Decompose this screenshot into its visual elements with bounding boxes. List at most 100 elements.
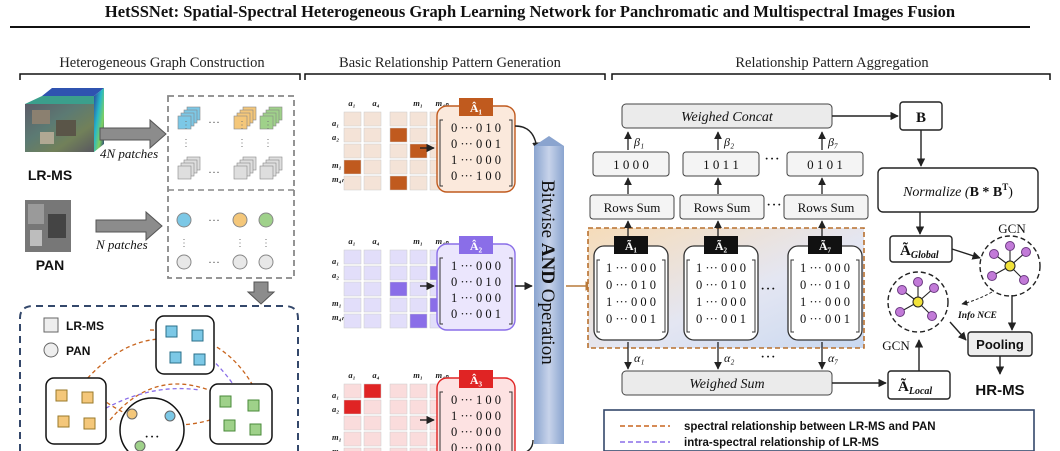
patches-box	[167, 95, 295, 279]
svg-text:m₄ₙ: m₄ₙ	[332, 312, 346, 322]
ellipsis: ···	[764, 151, 780, 168]
rows-sum-label: Rows Sum	[604, 200, 661, 215]
pattern-label: Â₁	[470, 101, 483, 115]
pan-patch	[232, 254, 248, 270]
pattern-label-tag	[459, 236, 493, 254]
graph-legend-lrms: LR-MS	[66, 319, 104, 333]
pattern-label-tag	[459, 98, 493, 116]
pattern-cell	[343, 265, 362, 281]
gcn-node	[897, 285, 907, 295]
pattern-cell	[363, 175, 382, 191]
pattern-cell	[343, 431, 362, 447]
svg-text:⋮: ⋮	[237, 138, 247, 149]
pattern-matrix-row: 0 ··· 1 0 0	[451, 169, 501, 183]
pattern-cell	[409, 383, 428, 399]
svg-text:m₁: m₁	[413, 236, 423, 246]
svg-text:···: ···	[208, 255, 220, 269]
svg-text:a₂: a₂	[332, 270, 339, 280]
lrms-patch	[259, 165, 274, 180]
section-header-generation: Basic Relationship Pattern Generation	[304, 55, 606, 80]
pattern-cell	[409, 431, 428, 447]
pattern-matrix-row: 1 ··· 0 0 0	[451, 259, 501, 273]
legend-spectral: spectral relationship between LR-MS and …	[684, 421, 936, 433]
pattern-matrix-row: 0 ··· 0 1 0	[451, 275, 501, 289]
gcn-local-label: GCN	[882, 338, 910, 353]
graph-node-lrms	[193, 353, 206, 366]
pattern-cell	[363, 249, 382, 265]
lrms-label: LR-MS	[28, 167, 72, 183]
ellipsis: ···	[760, 281, 776, 298]
graph-node-lrms	[249, 423, 262, 436]
pattern-cell	[409, 159, 428, 175]
row-vector: 0 1 0 1	[807, 157, 843, 172]
pattern-cell	[389, 281, 408, 297]
pan-patch	[232, 212, 248, 228]
pan-patch	[258, 212, 274, 228]
relationship-legend	[603, 409, 1035, 451]
section-title-construction: Heterogeneous Graph Construction	[59, 55, 265, 71]
rows-sum-label: Rows Sum	[694, 200, 751, 215]
bitwise-and-label: Bitwise AND Operation	[537, 180, 558, 365]
lrms-image	[25, 88, 104, 152]
row-vector-box	[786, 151, 864, 177]
svg-text:a₁: a₁	[332, 256, 339, 266]
graph-node-lrms	[247, 399, 260, 412]
graph-node-lrms	[81, 391, 94, 404]
rows-sum-box	[679, 194, 765, 220]
svg-text:a₂: a₂	[332, 132, 339, 142]
rows-sum-box	[783, 194, 869, 220]
pattern-matrix-row: 1 ··· 0 0 0	[451, 409, 501, 423]
pattern-cell	[363, 143, 382, 159]
svg-text:m₄ₙ: m₄ₙ	[332, 446, 346, 451]
pattern-cell	[343, 127, 362, 143]
svg-text:···: ···	[144, 429, 160, 446]
svg-text:⋮: ⋮	[261, 238, 271, 249]
gcn-node	[913, 277, 923, 287]
lrms-patch-grid: ······⋮⋮⋮⋮⋮⋮	[177, 106, 283, 180]
pattern-cell	[389, 159, 408, 175]
gcn-node	[989, 249, 999, 259]
pattern-cell	[409, 281, 428, 297]
pattern-matrix-row: 0 ··· 0 0 1	[451, 307, 501, 321]
gcn-center-node	[912, 296, 924, 308]
pattern-cell	[389, 143, 408, 159]
tilde-matrix-row: 0 ··· 0 1 0	[696, 278, 746, 292]
gcn-node	[895, 307, 905, 317]
pan-patch	[176, 212, 192, 228]
graph-node-lrms	[219, 395, 232, 408]
pattern-cell	[409, 175, 428, 191]
svg-text:m₁: m₁	[332, 432, 342, 442]
tilde-matrix-row: 0 ··· 0 1 0	[606, 278, 656, 292]
tilde-matrix-row: 0 ··· 0 0 1	[696, 312, 746, 326]
paper-title: HetSSNet: Spatial-Spectral Heterogeneous…	[104, 2, 956, 21]
graph-node-lrms	[165, 325, 178, 338]
row-vector-box	[682, 151, 760, 177]
tilde-matrix-label: Ã₁	[625, 239, 638, 253]
tilde-matrix-row: 1 ··· 0 0 0	[800, 261, 850, 275]
graph-node-pan	[126, 408, 138, 420]
pan-patch-arrow	[95, 210, 163, 242]
graph-node-lrms	[169, 351, 182, 364]
gcn-global-label: GCN	[998, 221, 1026, 236]
svg-text:⋮: ⋮	[181, 138, 191, 149]
pattern-cell	[389, 249, 408, 265]
svg-text:m₄ₙ: m₄ₙ	[332, 174, 346, 184]
alpha-weight: α₁	[634, 351, 644, 365]
lrms-patch	[233, 165, 248, 180]
svg-text:a₂: a₂	[332, 404, 339, 414]
a-global-label: ÃGlobal	[900, 241, 939, 261]
gcn-node	[929, 283, 939, 293]
svg-text:a₁: a₁	[332, 390, 339, 400]
svg-text:m₁: m₁	[413, 370, 423, 380]
rows-sum-box	[589, 194, 675, 220]
graph-node-lrms	[191, 329, 204, 342]
pattern-label: Â₃	[470, 373, 483, 387]
svg-text:m₁: m₁	[332, 298, 342, 308]
gcn-node	[927, 311, 937, 321]
ellipsis: ···	[766, 197, 782, 214]
gcn-node	[1021, 247, 1031, 257]
gcn-local-graph	[887, 271, 949, 333]
graph-down-arrow	[246, 281, 276, 305]
